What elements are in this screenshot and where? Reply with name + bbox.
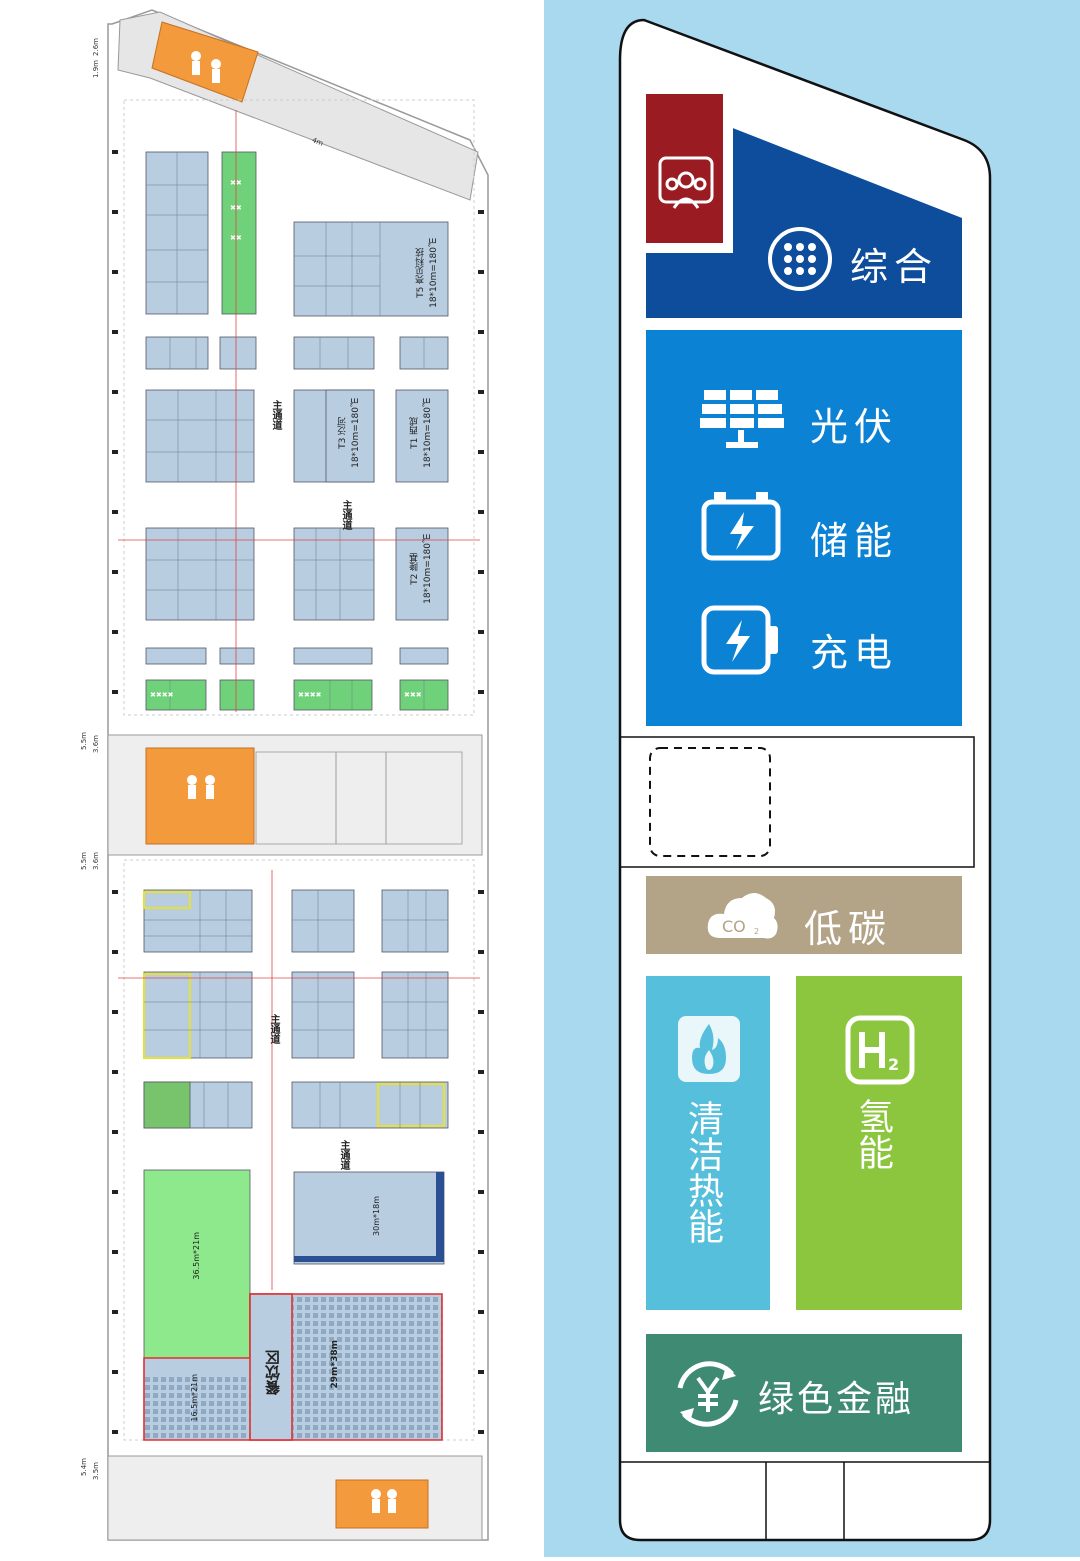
zone-low-carbon-label: 低碳 bbox=[804, 907, 893, 951]
solar-panel-icon bbox=[700, 386, 784, 452]
svg-text:✖✖: ✖✖ bbox=[230, 204, 242, 212]
dining-area-label: 餐饮区 bbox=[264, 1350, 282, 1395]
booth-t2-label: T2 隆基 18*10m=180㎡ bbox=[410, 534, 433, 604]
area-29-size-label: 29m*38m bbox=[330, 1340, 340, 1389]
dim-top-a: 1.9m bbox=[92, 60, 100, 78]
booth-t5-label: T5 亮见科技 18*10m=180㎡ bbox=[416, 238, 439, 308]
svg-text:✖✖✖✖: ✖✖✖✖ bbox=[298, 691, 322, 699]
dim-mid1-a: 5.5m bbox=[80, 732, 88, 750]
booth-t3-label: T3 泛河 18*10m=180㎡ bbox=[338, 398, 361, 468]
dining-seating bbox=[144, 1294, 442, 1440]
svg-text:✖✖: ✖✖ bbox=[230, 234, 242, 242]
people-chat-icon bbox=[656, 154, 716, 214]
area-16-size-label: 16.5m*21m bbox=[190, 1374, 199, 1422]
middle-service-band bbox=[107, 734, 483, 856]
zone-hydrogen-label: 氢能 bbox=[852, 1098, 893, 1170]
floor-plan-svg: ✖✖✖✖✖✖ ✖✖✖✖✖✖✖✖✖✖✖ bbox=[107, 9, 489, 1541]
h2-icon: 2 bbox=[844, 1014, 916, 1086]
dim-mid2-a: 5.5m bbox=[80, 852, 88, 870]
restroom-top bbox=[151, 21, 259, 103]
floor-plan: ✖✖✖✖✖✖ ✖✖✖✖✖✖✖✖✖✖✖ 1.9m 2.6m 5.5m 3.6m 5… bbox=[80, 9, 489, 1541]
zone-green-finance-block bbox=[646, 1334, 962, 1452]
svg-text:✖✖✖✖: ✖✖✖✖ bbox=[150, 691, 174, 699]
charger-icon bbox=[700, 604, 782, 676]
dim-bottom-a: 5.4m bbox=[80, 1458, 88, 1476]
yuan-cycle-icon bbox=[670, 1356, 746, 1432]
zone-charging-label: 充电 bbox=[810, 631, 899, 675]
zone-general-label: 综合 bbox=[850, 245, 939, 289]
booth-t1-label: T1 西成 18*10m=180㎡ bbox=[410, 398, 433, 468]
svg-text:✖✖: ✖✖ bbox=[230, 179, 242, 187]
grid-dots-icon bbox=[766, 225, 834, 293]
aisle-label-3: 主通道 bbox=[268, 1014, 279, 1044]
exhibit-size-label: 30m*18m bbox=[372, 1196, 381, 1236]
co2-cloud-icon: CO 2 bbox=[706, 884, 780, 946]
dim-mid2-b: 3.6m bbox=[92, 852, 100, 870]
svg-text:2: 2 bbox=[754, 927, 759, 936]
zone-low-carbon-block bbox=[646, 876, 962, 954]
hall-size-label: 36.5m*21m bbox=[192, 1232, 201, 1280]
zone-hydrogen-block bbox=[796, 976, 962, 1310]
zone-energy-block bbox=[646, 330, 962, 726]
zone-storage-label: 储能 bbox=[810, 519, 899, 563]
zone-legend-panel: 综合 光伏 储能 充电 CO bbox=[544, 0, 1080, 1557]
svg-text:CO: CO bbox=[722, 917, 746, 936]
svg-text:2: 2 bbox=[888, 1055, 899, 1074]
zone-green-finance-label: 绿色金融 bbox=[758, 1379, 915, 1420]
flame-icon bbox=[678, 1016, 740, 1082]
dim-mid1-b: 3.6m bbox=[92, 735, 100, 753]
zone-clean-heat-label: 清洁热能 bbox=[682, 1100, 723, 1244]
dim-bottom-b: 3.5m bbox=[92, 1462, 100, 1480]
battery-icon bbox=[700, 490, 782, 564]
svg-text:✖✖✖: ✖✖✖ bbox=[404, 691, 422, 699]
aisle-label-4: 主通道 bbox=[338, 1140, 349, 1170]
dim-top-b: 2.6m bbox=[92, 38, 100, 56]
bottom-service-band bbox=[107, 1455, 483, 1541]
aisle-label-2: 主通道 bbox=[340, 500, 351, 530]
aisle-label-1: 主通道 bbox=[270, 400, 281, 430]
zone-pv-label: 光伏 bbox=[810, 405, 899, 449]
